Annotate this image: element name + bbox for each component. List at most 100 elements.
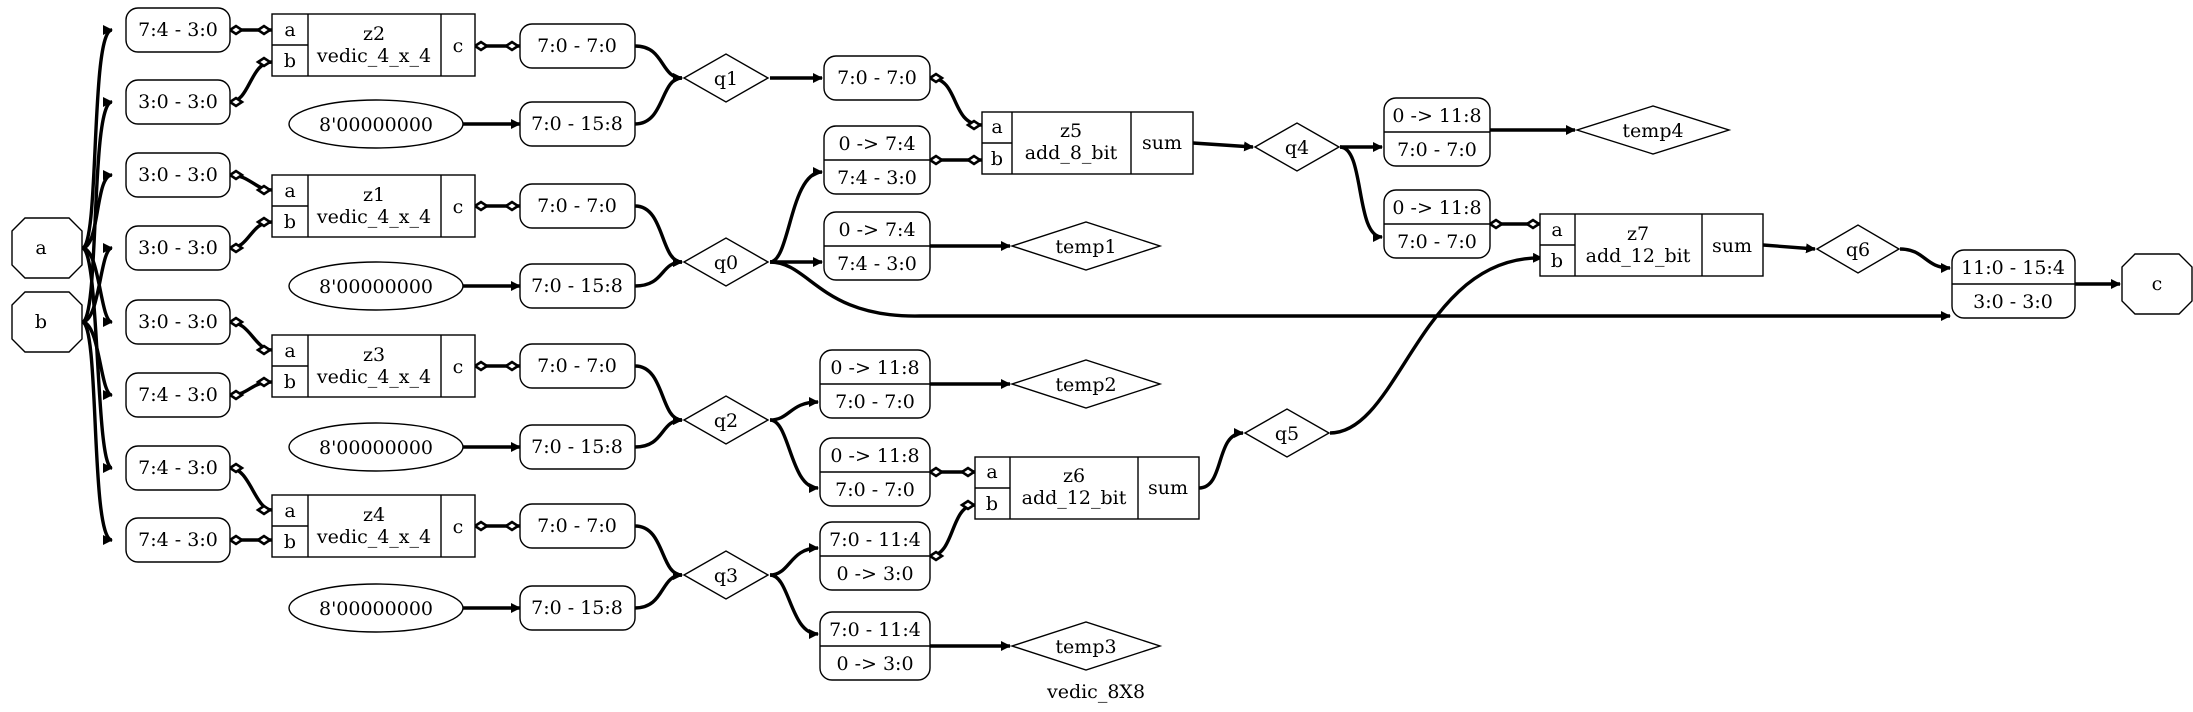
slice-q1-k: 7:0 - 15:8 xyxy=(519,101,636,147)
svg-text:vedic_4_x_4: vedic_4_x_4 xyxy=(316,526,431,548)
slice-a-hi-z4: 7:4 - 3:0 xyxy=(125,445,231,491)
const-k2: 8'00000000 xyxy=(288,422,464,472)
svg-text:7:0 - 15:8: 7:0 - 15:8 xyxy=(531,597,623,619)
svg-text:7:4 - 3:0: 7:4 - 3:0 xyxy=(138,19,218,41)
svg-text:a: a xyxy=(284,19,295,41)
svg-text:7:4 - 3:0: 7:4 - 3:0 xyxy=(138,457,218,479)
svg-text:8'00000000: 8'00000000 xyxy=(319,276,433,298)
port-c: c xyxy=(2121,253,2193,315)
svg-text:temp2: temp2 xyxy=(1055,374,1116,396)
svg-text:7:0 - 7:0: 7:0 - 7:0 xyxy=(837,67,917,89)
svg-text:b: b xyxy=(284,531,296,553)
slice-q3-c: 7:0 - 7:0 xyxy=(519,503,636,549)
wire-q4: q4 xyxy=(1253,122,1341,172)
svg-text:0 -> 3:0: 0 -> 3:0 xyxy=(836,563,913,585)
slice-q1-c: 7:0 - 7:0 xyxy=(519,23,636,69)
svg-text:vedic_4_x_4: vedic_4_x_4 xyxy=(316,45,431,67)
slice-b-hi-z4: 7:4 - 3:0 xyxy=(125,517,231,563)
svg-text:7:0 - 7:0: 7:0 - 7:0 xyxy=(835,479,915,501)
svg-text:b: b xyxy=(1551,250,1563,272)
slice-q0-c: 7:0 - 7:0 xyxy=(519,183,636,229)
svg-text:0 -> 11:8: 0 -> 11:8 xyxy=(830,357,919,379)
svg-text:sum: sum xyxy=(1712,235,1752,257)
slice-b-hi-z3: 7:4 - 3:0 xyxy=(125,372,231,418)
svg-text:vedic_4_x_4: vedic_4_x_4 xyxy=(316,206,431,228)
wire-q5: q5 xyxy=(1243,408,1331,458)
svg-text:b: b xyxy=(284,371,296,393)
svg-text:0 -> 11:8: 0 -> 11:8 xyxy=(1392,197,1481,219)
split-z5b: 0 -> 7:4 7:4 - 3:0 xyxy=(823,125,931,195)
svg-text:q4: q4 xyxy=(1285,137,1309,159)
svg-text:z5: z5 xyxy=(1060,120,1082,142)
cell-z6: a b z6 add_12_bit sum xyxy=(974,456,1200,520)
svg-text:q3: q3 xyxy=(714,565,738,587)
svg-text:7:0 - 7:0: 7:0 - 7:0 xyxy=(1397,139,1477,161)
svg-text:0 -> 3:0: 0 -> 3:0 xyxy=(836,653,913,675)
svg-text:c: c xyxy=(453,356,464,378)
pin-markers xyxy=(227,24,1542,562)
cell-z1: a b z1 vedic_4_x_4 c xyxy=(271,174,476,238)
wire-temp3: temp3 xyxy=(1009,621,1163,671)
port-b: b xyxy=(11,291,83,353)
const-k3: 8'00000000 xyxy=(288,583,464,633)
diagram-title: vedic_8X8 xyxy=(1046,681,1145,703)
svg-text:7:4 - 3:0: 7:4 - 3:0 xyxy=(138,384,218,406)
svg-text:q5: q5 xyxy=(1275,423,1299,445)
cell-z3: a b z3 vedic_4_x_4 c xyxy=(271,334,476,398)
svg-text:a: a xyxy=(1551,219,1562,241)
cell-z2: a b z2 vedic_4_x_4 c xyxy=(271,13,476,77)
svg-text:vedic_4_x_4: vedic_4_x_4 xyxy=(316,366,431,388)
svg-text:3:0 - 3:0: 3:0 - 3:0 xyxy=(138,237,218,259)
svg-text:b: b xyxy=(986,493,998,515)
split-z6a: 0 -> 11:8 7:0 - 7:0 xyxy=(819,437,931,507)
split-temp2: 0 -> 11:8 7:0 - 7:0 xyxy=(819,349,931,419)
svg-text:c: c xyxy=(453,35,464,57)
svg-text:c: c xyxy=(453,196,464,218)
svg-text:z1: z1 xyxy=(363,184,385,206)
svg-text:z3: z3 xyxy=(363,344,385,366)
svg-text:8'00000000: 8'00000000 xyxy=(319,114,433,136)
svg-text:3:0 - 3:0: 3:0 - 3:0 xyxy=(138,91,218,113)
svg-text:7:0 - 7:0: 7:0 - 7:0 xyxy=(537,195,617,217)
svg-text:11:0 - 15:4: 11:0 - 15:4 xyxy=(1961,257,2065,279)
svg-text:q0: q0 xyxy=(714,252,738,274)
port-a-label: a xyxy=(35,237,46,259)
svg-text:7:0 - 15:8: 7:0 - 15:8 xyxy=(531,436,623,458)
svg-text:b: b xyxy=(284,211,296,233)
svg-text:7:0 - 7:0: 7:0 - 7:0 xyxy=(537,355,617,377)
svg-text:7:0 - 11:4: 7:0 - 11:4 xyxy=(829,619,921,641)
slice-q2-k: 7:0 - 15:8 xyxy=(519,424,636,470)
slice-q2-c: 7:0 - 7:0 xyxy=(519,343,636,389)
svg-text:7:0 - 15:8: 7:0 - 15:8 xyxy=(531,275,623,297)
split-temp3: 7:0 - 11:4 0 -> 3:0 xyxy=(819,611,931,681)
slice-a-lo-z3: 3:0 - 3:0 xyxy=(125,299,231,345)
svg-text:8'00000000: 8'00000000 xyxy=(319,598,433,620)
svg-text:a: a xyxy=(284,180,295,202)
svg-text:0 -> 7:4: 0 -> 7:4 xyxy=(838,219,915,241)
slice-q0-k: 7:0 - 15:8 xyxy=(519,263,636,309)
port-b-label: b xyxy=(35,311,47,333)
svg-text:7:0 - 15:8: 7:0 - 15:8 xyxy=(531,113,623,135)
svg-text:3:0 - 3:0: 3:0 - 3:0 xyxy=(1973,291,2053,313)
svg-text:7:0 - 7:0: 7:0 - 7:0 xyxy=(1397,231,1477,253)
svg-text:a: a xyxy=(284,500,295,522)
svg-text:7:0 - 11:4: 7:0 - 11:4 xyxy=(829,529,921,551)
svg-text:sum: sum xyxy=(1142,132,1182,154)
split-z7a: 0 -> 11:8 7:0 - 7:0 xyxy=(1383,189,1491,259)
svg-text:8'00000000: 8'00000000 xyxy=(319,437,433,459)
svg-text:c: c xyxy=(453,516,464,538)
svg-text:sum: sum xyxy=(1148,477,1188,499)
svg-text:temp1: temp1 xyxy=(1055,236,1116,258)
svg-text:add_12_bit: add_12_bit xyxy=(1586,245,1691,267)
wire-q1: q1 xyxy=(682,53,770,103)
svg-text:3:0 - 3:0: 3:0 - 3:0 xyxy=(138,164,218,186)
split-temp1: 0 -> 7:4 7:4 - 3:0 xyxy=(823,211,931,281)
split-z6b: 7:0 - 11:4 0 -> 3:0 xyxy=(819,521,931,591)
cell-z7: a b z7 add_12_bit sum xyxy=(1539,213,1764,277)
svg-text:z4: z4 xyxy=(363,504,385,526)
svg-text:z2: z2 xyxy=(363,23,385,45)
wire-q2: q2 xyxy=(682,395,770,445)
wire-temp1: temp1 xyxy=(1009,221,1163,271)
svg-text:add_12_bit: add_12_bit xyxy=(1022,487,1127,509)
